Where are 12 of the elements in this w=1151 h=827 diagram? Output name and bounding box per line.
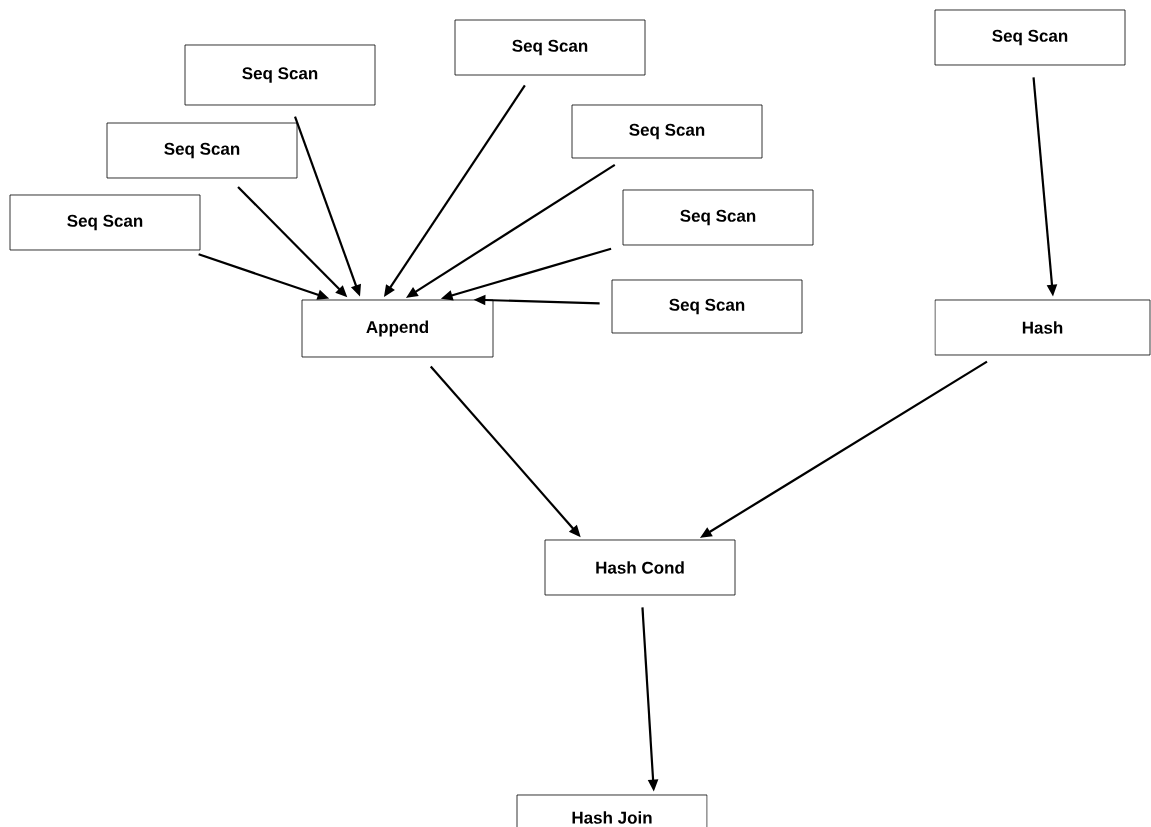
process-box: Hash Cond [544, 539, 736, 596]
process-box: Seq Scan [106, 122, 298, 179]
process-box: Hash [934, 299, 1151, 356]
process-box: Hash Join [516, 794, 708, 827]
process-box: Seq Scan [571, 104, 763, 159]
process-box: Seq Scan [454, 19, 646, 76]
process-box: Seq Scan [934, 9, 1126, 66]
process-box: Append [301, 299, 494, 358]
process-box: Seq Scan [184, 44, 376, 106]
process-box: Seq Scan [611, 279, 803, 334]
process-box: Seq Scan [9, 194, 201, 251]
process-box: Seq Scan [622, 189, 814, 246]
